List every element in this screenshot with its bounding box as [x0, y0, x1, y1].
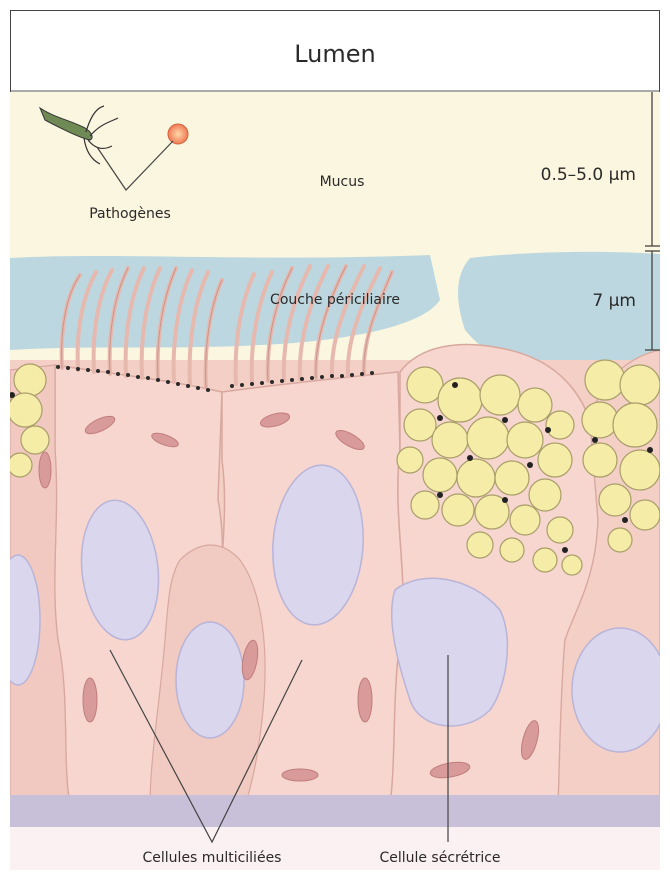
periciliary-thickness-label: 7 μm [592, 291, 636, 311]
lumen-title: Lumen [294, 40, 376, 68]
nucleus-partial-right [572, 628, 668, 752]
nucleus-basal-cell [176, 622, 244, 738]
label-multiciliated: Cellules multiciliées [143, 850, 282, 866]
label-secretory: Cellule sécrétrice [379, 850, 500, 866]
basal-lamina [10, 795, 660, 827]
submucosa [10, 827, 660, 870]
label-periciliary: Couche périciliaire [270, 292, 400, 308]
pathogen-virus-icon [168, 124, 188, 144]
mucus-thickness-label: 0.5–5.0 μm [541, 165, 636, 185]
nucleus-partial-left [0, 555, 40, 685]
label-pathogens: Pathogènes [89, 206, 171, 222]
label-mucus: Mucus [320, 174, 365, 190]
